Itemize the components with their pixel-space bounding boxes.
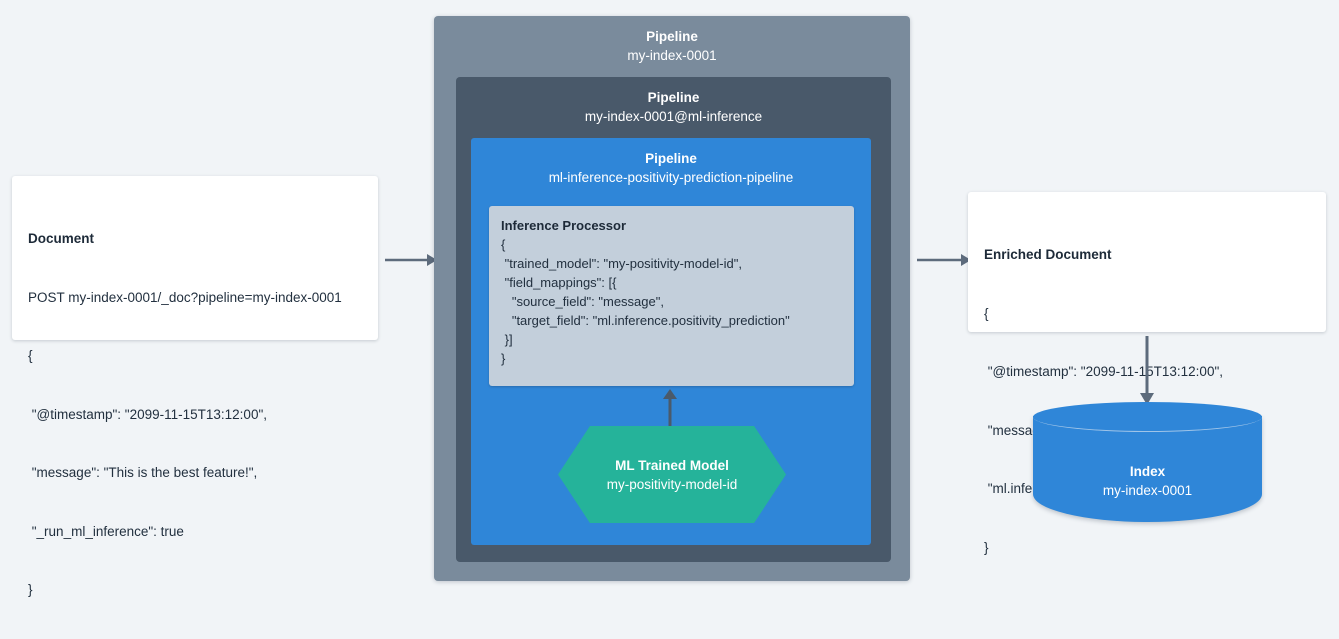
pipeline-inner-header: Pipeline ml-inference-positivity-predict…	[471, 138, 871, 188]
inference-processor-box: Inference Processor { "trained_model": "…	[489, 206, 854, 386]
document-line-3: "message": "This is the best feature!",	[28, 465, 258, 480]
processor-line-3: "source_field": "message",	[501, 294, 664, 309]
pipeline-outer-header: Pipeline my-index-0001	[434, 16, 910, 66]
arrow-model-to-processor-icon	[663, 389, 677, 430]
document-line-4: "_run_ml_inference": true	[28, 523, 184, 539]
arrow-pipeline-to-enriched-icon	[917, 254, 971, 266]
processor-title: Inference Processor	[501, 218, 627, 233]
processor-line-0: {	[501, 237, 506, 252]
ml-trained-model-node: ML Trained Model my-positivity-model-id	[558, 426, 786, 523]
document-line-5: }	[28, 582, 33, 597]
pipeline-middle-kind: Pipeline	[647, 90, 700, 105]
enriched-document-title: Enriched Document	[984, 247, 1112, 262]
index-cylinder: Index my-index-0001	[1033, 402, 1262, 536]
pipeline-middle-name: my-index-0001@ml-inference	[584, 109, 763, 124]
pipeline-inner-kind: Pipeline	[645, 151, 697, 166]
ml-model-kind: ML Trained Model	[615, 457, 729, 473]
document-card: Document POST my-index-0001/_doc?pipelin…	[12, 176, 378, 597]
document-title: Document	[28, 231, 95, 246]
pipeline-outer-kind: Pipeline	[646, 29, 698, 44]
enriched-line-0: {	[984, 305, 989, 321]
arrow-enriched-to-index-icon	[1140, 336, 1154, 405]
processor-line-5: }]	[501, 332, 513, 347]
enriched-line-4: }	[984, 539, 989, 555]
ml-model-name: my-positivity-model-id	[606, 476, 738, 492]
pipeline-inner-box: Pipeline ml-inference-positivity-predict…	[471, 138, 871, 545]
processor-line-4: "target_field": "ml.inference.positivity…	[501, 313, 790, 328]
document-line-1: {	[28, 348, 33, 363]
enriched-line-1: "@timestamp": "2099-11-15T13:12:00",	[984, 364, 1223, 379]
index-label: Index my-index-0001	[1033, 462, 1262, 500]
index-name: my-index-0001	[1102, 483, 1193, 498]
document-line-2: "@timestamp": "2099-11-15T13:12:00",	[28, 406, 267, 422]
document-line-0: POST my-index-0001/_doc?pipeline=my-inde…	[28, 289, 342, 305]
pipeline-middle-box: Pipeline my-index-0001@ml-inference Pipe…	[456, 77, 891, 562]
diagram-canvas: Document POST my-index-0001/_doc?pipelin…	[12, 16, 1326, 597]
pipeline-middle-header: Pipeline my-index-0001@ml-inference	[456, 77, 891, 127]
processor-line-6: }	[501, 351, 506, 366]
enriched-document-card: Enriched Document { "@timestamp": "2099-…	[968, 192, 1326, 555]
index-kind: Index	[1129, 464, 1166, 479]
index-cylinder-top	[1033, 402, 1262, 432]
processor-line-2: "field_mappings": [{	[501, 275, 617, 290]
processor-line-1: "trained_model": "my-positivity-model-id…	[501, 256, 742, 271]
pipeline-outer-box: Pipeline my-index-0001 Pipeline my-index…	[434, 16, 910, 581]
arrow-doc-to-pipeline-icon	[385, 254, 437, 266]
pipeline-inner-name: ml-inference-positivity-prediction-pipel…	[548, 170, 794, 185]
pipeline-outer-name: my-index-0001	[627, 48, 717, 63]
index-cylinder-body	[1033, 416, 1262, 522]
